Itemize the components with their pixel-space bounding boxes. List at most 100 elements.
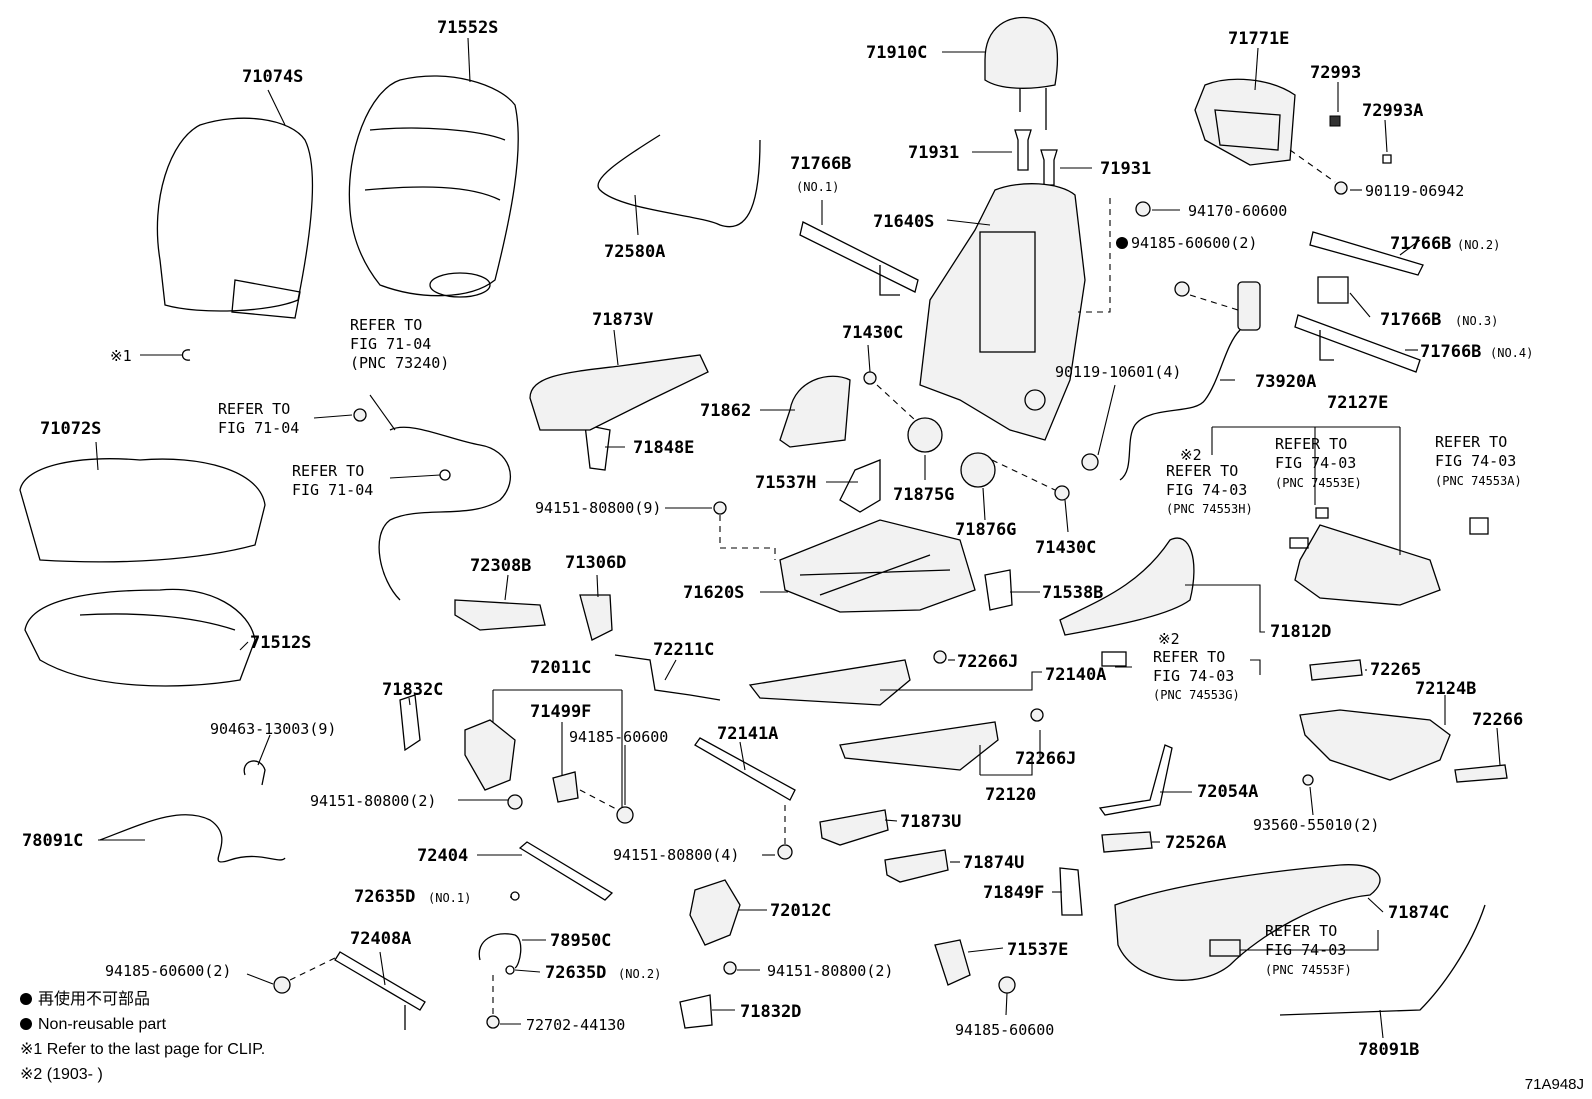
nut-94170-60600-drawing (1135, 201, 1151, 217)
label-71812D: 71812D (1270, 622, 1331, 642)
label-72211C: 72211C (653, 640, 714, 660)
dash-line (289, 957, 336, 981)
nut-94185-60600-a-drawing (616, 806, 634, 824)
refer-71-04-a-line1: REFER TO (350, 316, 422, 334)
label-71931-right: 71931 (1100, 159, 1151, 179)
harness-73920A-drawing (1119, 329, 1241, 481)
refer-74-03-e-line1: REFER TO (1275, 435, 1347, 453)
dash-line (579, 789, 619, 811)
cover-71873U-drawing (819, 809, 889, 846)
label-72012C: 72012C (770, 901, 831, 921)
refer-74-03-g-line1: ※2 (1158, 630, 1180, 648)
tray-72127E-drawing (1294, 524, 1441, 606)
harness-drawing (378, 426, 511, 601)
mechanism-71306D-drawing (579, 594, 613, 641)
refer-71-04-b-line1: REFER TO (218, 400, 290, 418)
refer-74-03-f-line3: (PNC 74553F) (1265, 963, 1352, 977)
label-72266J-upper: 72266J (957, 652, 1018, 672)
bracket-71538B-drawing (984, 569, 1013, 611)
label-72526A: 72526A (1165, 833, 1226, 853)
cover-71874C-drawing (1114, 864, 1381, 981)
cushion-pad-drawing (24, 588, 256, 687)
track-72120-drawing (839, 721, 999, 771)
label-72635D-no2-qualifier: (NO.2) (618, 967, 661, 981)
dash-line (991, 459, 1056, 491)
dash-line (1189, 294, 1239, 311)
pipe-72404-drawing (518, 841, 614, 901)
bullet-icon (20, 1018, 32, 1030)
label-71766B-no3: 71766B (1380, 310, 1441, 330)
bolt-71430C-b-drawing (1054, 485, 1070, 501)
dash-line (1078, 198, 1111, 313)
label-94185-60600-middle: 94185-60600 (569, 728, 668, 746)
refer-74-03-a-line2: FIG 74-03 (1435, 452, 1516, 470)
track-72140A-drawing (748, 659, 911, 706)
label-71832D: 71832D (740, 1002, 801, 1022)
label-71766B-no2: 71766B (1390, 234, 1451, 254)
label-72054A: 72054A (1197, 782, 1258, 802)
refer-71-04-a-line3: (PNC 73240) (350, 354, 449, 372)
wire-78950C-drawing (478, 933, 522, 969)
label-72011C: 72011C (530, 658, 591, 678)
label-71620S: 71620S (683, 583, 744, 603)
refer-74-03-h-line2: REFER TO (1166, 462, 1238, 480)
trim-71873V-drawing (529, 354, 709, 431)
label-72993: 72993 (1310, 63, 1361, 83)
label-72702-44130: 72702-44130 (526, 1016, 625, 1034)
refer-74-03-a-line3: (PNC 74553A) (1435, 474, 1522, 488)
non-reusable-bullet (1116, 237, 1128, 249)
bushing-71499F-drawing (552, 771, 579, 803)
pad-71766B-no1-drawing (799, 221, 919, 296)
legend-note-2: ※2 (1903- ) (20, 1066, 103, 1083)
label-71766B-no2-qualifier: (NO.2) (1457, 238, 1500, 252)
nut-94151-80800-2a-drawing (507, 794, 523, 810)
knob-72526A-drawing (1101, 831, 1153, 853)
label-71074S: 71074S (242, 67, 303, 87)
legend-row-english: Non-reusable part (20, 1012, 265, 1037)
label-90119-10601: 90119-10601(4) (1055, 363, 1181, 381)
label-78091B: 78091B (1358, 1040, 1419, 1060)
label-71766B-no1-qualifier: (NO.1) (796, 180, 839, 194)
label-clip-note-1: ※1 (110, 347, 132, 365)
dash-line (719, 515, 776, 560)
clip-74553H-drawing (1289, 537, 1309, 549)
label-72635D-no1: 72635D (354, 887, 415, 907)
clip-c-drawing (181, 349, 191, 361)
refer-74-03-e-line2: FIG 74-03 (1275, 454, 1356, 472)
nut-94185-60600-b-drawing (998, 976, 1016, 994)
label-71873U: 71873U (900, 812, 961, 832)
nut-94151-80800-2b-drawing (723, 961, 737, 975)
seatback-cover-drawing (156, 117, 314, 319)
label-72993A: 72993A (1362, 101, 1423, 121)
pad-71766B-no2-drawing (1309, 231, 1424, 276)
refer-74-03-h-line3: FIG 74-03 (1166, 481, 1247, 499)
label-71512S: 71512S (250, 633, 311, 653)
cover-71862-drawing (779, 375, 851, 448)
bracket-72265-drawing (1309, 659, 1363, 681)
label-71874U: 71874U (963, 853, 1024, 873)
label-71874C: 71874C (1388, 903, 1449, 923)
dash-line (1289, 149, 1336, 183)
label-72580A: 72580A (604, 242, 665, 262)
diagram-code: 71A948J (1524, 1076, 1584, 1093)
label-71849F: 71849F (983, 883, 1044, 903)
pad-71766B-no4-drawing (1294, 314, 1421, 373)
cushion-cover-drawing (19, 458, 266, 563)
label-71430C-upper: 71430C (842, 323, 903, 343)
label-90119-06942: 90119-06942 (1365, 182, 1464, 200)
legend-non-reusable-jp: 再使用不可部品 (38, 991, 151, 1008)
label-71771E: 71771E (1228, 29, 1289, 49)
label-94151-80800-2-right: 94151-80800(2) (767, 962, 893, 980)
refer-74-03-f-line2: FIG 74-03 (1265, 941, 1346, 959)
bracket-72124B-drawing (1299, 709, 1451, 781)
label-71537H: 71537H (755, 473, 816, 493)
cable-78091B-drawing (1279, 904, 1486, 1016)
cover-71849F-drawing (1059, 867, 1083, 916)
label-72635D-no2: 72635D (545, 963, 606, 983)
label-71862: 71862 (700, 401, 751, 421)
label-71306D: 71306D (565, 553, 626, 573)
rod-72408A-drawing (334, 951, 426, 1030)
screw-93560-drawing (1302, 774, 1314, 786)
clip-74553F-drawing (1209, 939, 1241, 957)
label-78091C: 78091C (22, 831, 83, 851)
